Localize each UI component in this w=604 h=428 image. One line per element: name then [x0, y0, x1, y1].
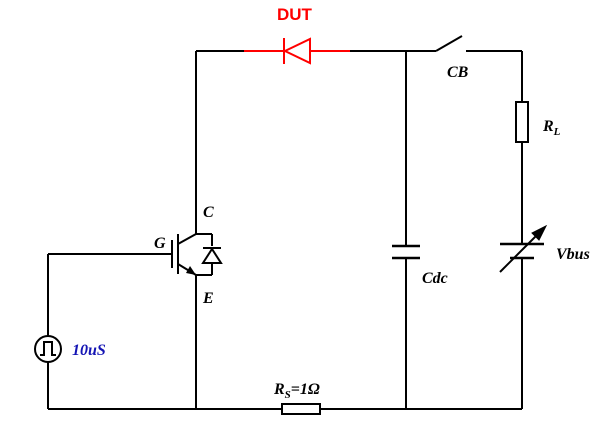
emitter-label: E [202, 290, 214, 307]
rl-label-main: R [542, 118, 554, 135]
collector-label: C [203, 204, 214, 221]
gate-label: G [154, 235, 166, 252]
pulse-label: 10uS [72, 342, 106, 359]
rs-label-sub: S [285, 389, 291, 401]
pulse-source-icon [34, 335, 62, 363]
rl-label-sub: L [553, 126, 561, 138]
vbus-source [499, 224, 548, 273]
rs-resistor [281, 403, 321, 415]
rl-resistor [515, 101, 529, 143]
cb-switch [435, 35, 463, 52]
vbus-label: Vbus [556, 246, 590, 263]
igbt-transistor [171, 233, 223, 276]
rs-label-main: R [273, 381, 285, 398]
igbt-emitter-arrow [186, 266, 196, 275]
rs-label-value: =1Ω [291, 381, 320, 398]
rl-label: RL [542, 118, 561, 138]
rs-label: RS=1Ω [273, 381, 320, 401]
cdc-capacitor [392, 244, 420, 260]
cb-label: CB [447, 64, 469, 81]
cdc-label: Cdc [422, 270, 448, 287]
dut-label: DUT [277, 5, 313, 24]
dut-diode [244, 37, 350, 65]
